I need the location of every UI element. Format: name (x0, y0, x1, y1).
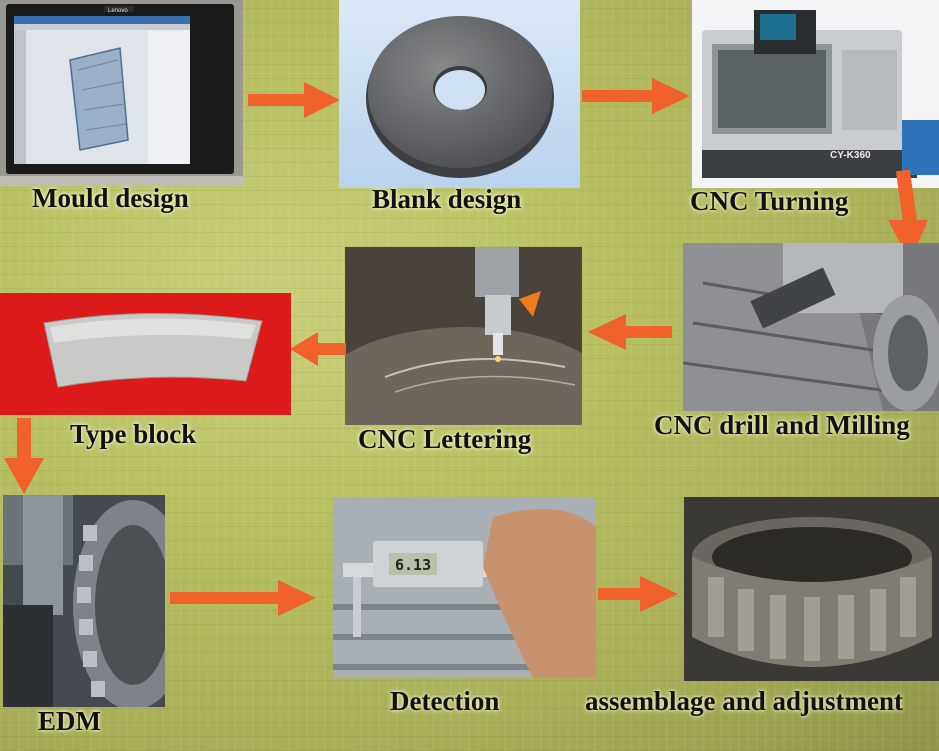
cnc-lettering-photo (345, 247, 582, 425)
machine-model: CY-K360 (830, 150, 871, 161)
arrow-down-icon (4, 418, 44, 494)
label-blank-design: Blank design (372, 184, 522, 214)
assemblage-photo (684, 497, 939, 681)
label-detection: Detection (390, 686, 500, 716)
mould-design-photo: Lenovo (0, 0, 243, 186)
label-mould-design: Mould design (32, 183, 189, 213)
label-cnc-turning: CNC Turning (690, 186, 849, 216)
arrow-right-icon (582, 78, 690, 114)
type-block-photo (0, 293, 291, 415)
cnc-milling-photo (683, 243, 939, 411)
arrow-left-icon (290, 332, 346, 366)
arrow-right-icon (248, 82, 340, 118)
label-cnc-lettering: CNC Lettering (358, 424, 532, 454)
label-type-block: Type block (70, 419, 197, 449)
arrow-right-icon (598, 576, 678, 612)
monitor-brand: Lenovo (108, 8, 128, 14)
label-assemblage: assemblage and adjustment (585, 686, 904, 716)
arrow-right-icon (170, 580, 316, 616)
blank-design-photo (339, 0, 580, 188)
label-cnc-drill-milling: CNC drill and Milling (654, 410, 910, 440)
caliper-reading: 6.13 (395, 556, 431, 574)
cnc-turning-photo: CY-K360 (692, 0, 939, 188)
label-edm: EDM (38, 706, 101, 736)
arrow-down-icon (888, 170, 928, 262)
edm-photo (3, 495, 165, 707)
detection-photo: 6.13 (333, 497, 596, 678)
arrow-left-icon (588, 314, 672, 350)
